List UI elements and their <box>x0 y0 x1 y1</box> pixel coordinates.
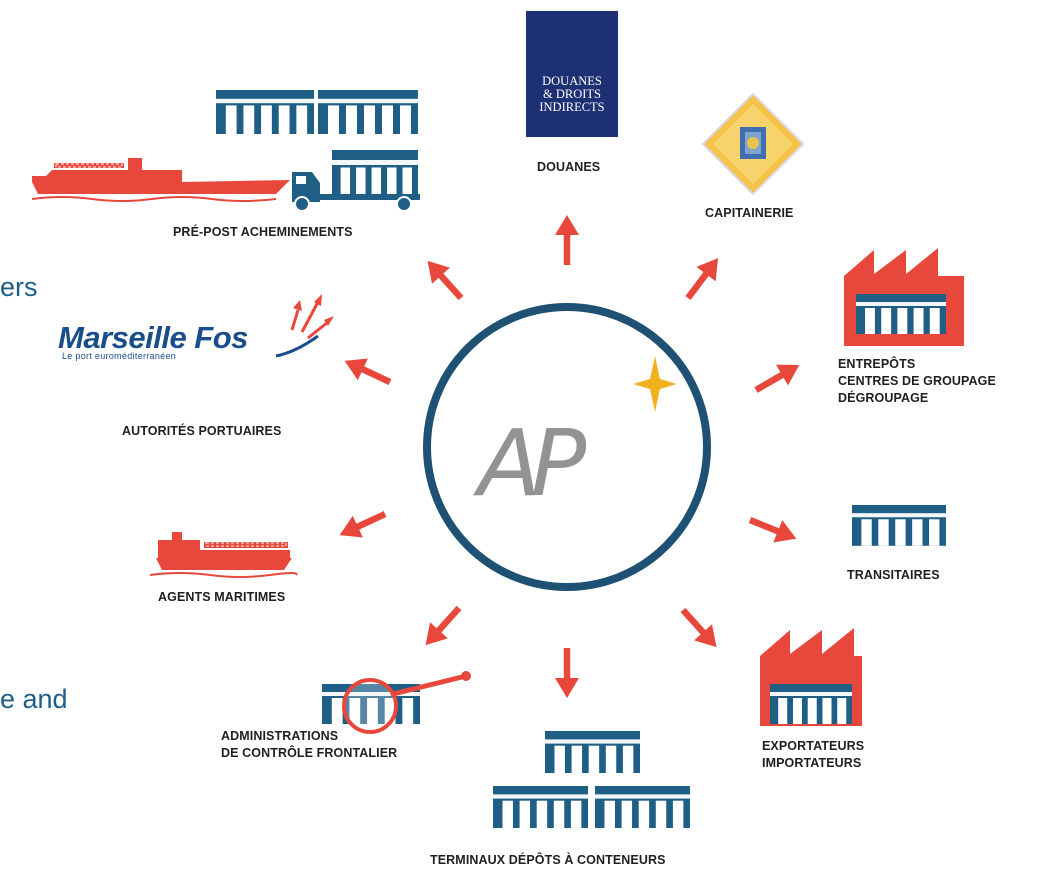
label-autorites: AUTORITÉS PORTUAIRES <box>122 424 282 438</box>
star-icon <box>633 356 677 412</box>
text-fragment-lower: e and <box>0 684 68 714</box>
douanes-logo: DOUANES & DROITS INDIRECTS <box>526 11 618 137</box>
douanes-logo-line1: DOUANES <box>542 74 602 88</box>
arrow-icon <box>678 251 727 305</box>
label-pre-post: PRÉ-POST ACHEMINEMENTS <box>173 225 353 239</box>
label-capitainerie: CAPITAINERIE <box>705 206 794 220</box>
magnifier-icon <box>342 671 471 734</box>
container-icon <box>493 786 588 828</box>
label-entrepots: ENTREPÔTS CENTRES DE GROUPAGE DÉGROUPAGE <box>838 356 996 407</box>
douanes-logo-line2: & DROITS <box>543 87 601 101</box>
arrow-icon <box>746 509 801 550</box>
marseille-fos-logo: Marseille Fos Le port euroméditerranéen <box>58 320 248 362</box>
label-exportateurs-line1: EXPORTATEURS <box>762 739 865 753</box>
label-entrepots-line1: ENTREPÔTS <box>838 357 916 371</box>
label-administrations: ADMINISTRATIONS DE CONTRÔLE FRONTALIER <box>221 728 397 762</box>
administrations-icons <box>322 671 471 734</box>
label-administrations-line2: DE CONTRÔLE FRONTALIER <box>221 746 398 760</box>
container-icon <box>216 90 314 134</box>
arrow-icon <box>555 648 579 698</box>
arrow-icon <box>417 600 468 653</box>
pre-post-icons <box>31 90 420 212</box>
arrow-icon <box>419 253 470 306</box>
container-icon <box>545 731 640 773</box>
label-administrations-line1: ADMINISTRATIONS <box>221 729 339 743</box>
terminaux-containers <box>493 731 690 828</box>
factory-icon <box>760 628 862 726</box>
factory-icon <box>844 248 964 346</box>
label-entrepots-line3: DÉGROUPAGE <box>838 391 929 405</box>
container-icon <box>595 786 690 828</box>
label-douanes: DOUANES <box>537 160 601 174</box>
arrow-icon <box>674 602 725 655</box>
marseille-fos-tagline: Le port euroméditerranéen <box>62 351 177 361</box>
hub-logo-text: AP <box>473 410 587 517</box>
arrow-icon <box>340 350 395 393</box>
arrow-icon <box>750 355 805 401</box>
label-exportateurs-line2: IMPORTATEURS <box>762 756 862 770</box>
label-agents: AGENTS MARITIMES <box>158 590 286 604</box>
ship-icon <box>31 157 291 202</box>
arrow-icon <box>555 215 579 265</box>
label-terminaux: TERMINAUX DÉPÔTS À CONTENEURS <box>430 853 666 867</box>
capitainerie-badge-icon <box>701 92 805 196</box>
marseille-fos-name: Marseille Fos <box>58 320 248 355</box>
container-icon <box>852 505 946 546</box>
label-entrepots-line2: CENTRES DE GROUPAGE <box>838 374 996 388</box>
text-fragment-upper: ers <box>0 272 38 302</box>
label-transitaires: TRANSITAIRES <box>847 568 940 582</box>
hub: AP <box>423 303 711 591</box>
truck-icon <box>292 150 420 212</box>
douanes-logo-line3: INDIRECTS <box>539 100 605 114</box>
ship-icon <box>149 532 298 578</box>
marseille-fos-splash-icon <box>275 294 334 358</box>
label-exportateurs: EXPORTATEURS IMPORTATEURS <box>762 738 864 772</box>
container-icon <box>318 90 418 134</box>
arrow-icon <box>335 503 390 546</box>
